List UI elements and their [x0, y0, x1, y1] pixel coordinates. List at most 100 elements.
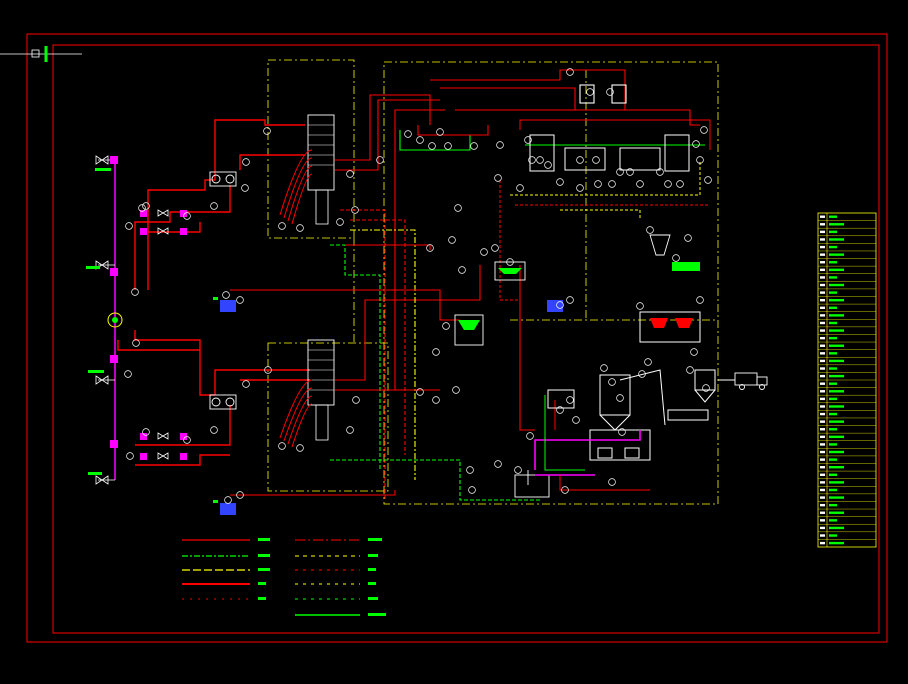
- callout-bubble: [491, 244, 499, 252]
- callout-bubble: [544, 161, 552, 169]
- callout-bubble: [572, 416, 580, 424]
- callout-bubble: [566, 296, 574, 304]
- callout-bubble: [142, 202, 150, 210]
- schedule-row-text: [829, 405, 844, 408]
- schedule-row-text: [829, 473, 837, 476]
- callout-bubble: [566, 68, 574, 76]
- callout-bubble: [404, 130, 412, 138]
- callout-bubble: [210, 202, 218, 210]
- callout-bubble: [466, 466, 474, 474]
- callout-bubble: [454, 204, 462, 212]
- filter-cells: [499, 119, 711, 301]
- schedule-row-text: [829, 367, 837, 370]
- callout-bubble: [608, 180, 616, 188]
- schedule-row-number: [820, 473, 825, 476]
- callout-bubble: [576, 184, 584, 192]
- outer-frame: [26, 33, 888, 643]
- lower-right-equipment: [534, 311, 716, 491]
- schedule-row-text: [829, 299, 844, 302]
- callout-bubble: [442, 322, 450, 330]
- source-labels: [86, 168, 111, 475]
- callout-bubble: [561, 486, 569, 494]
- schedule-row-text: [829, 412, 837, 416]
- callout-bubble: [236, 296, 244, 304]
- callout-bubble: [528, 156, 536, 164]
- callout-bubble: [636, 302, 644, 310]
- callout-bubble: [468, 486, 476, 494]
- callout-bubble: [416, 388, 424, 396]
- schedule-row-number: [820, 534, 825, 537]
- schedule-row-text: [829, 503, 837, 507]
- ucs-icon: [0, 46, 82, 62]
- schedule-row-text: [829, 321, 837, 325]
- schedule-row-text: [829, 314, 844, 317]
- pump-icons: [209, 171, 237, 410]
- schedule-row-text: [829, 450, 844, 454]
- schedule-row-number: [820, 496, 825, 499]
- callout-bubble: [352, 396, 360, 404]
- separator-top: [399, 69, 700, 151]
- callout-bubble: [618, 428, 626, 436]
- callout-bubble: [536, 156, 544, 164]
- callout-bubble: [556, 301, 564, 309]
- schedule-row-number: [820, 238, 825, 241]
- schedule-row-number: [820, 223, 825, 226]
- schedule-row-number: [820, 450, 825, 454]
- schedule-row-text: [829, 428, 837, 431]
- callout-bubble: [556, 178, 564, 186]
- schedule-row-number: [820, 420, 825, 423]
- callout-bubble: [138, 204, 146, 212]
- schedule-row-number: [820, 261, 825, 264]
- callout-bubble: [576, 156, 584, 164]
- schedule-row-number: [820, 428, 825, 431]
- schedule-row-number: [820, 390, 825, 393]
- schedule-row-text: [829, 238, 844, 241]
- schedule-row-number: [820, 374, 825, 378]
- schedule-row-number: [820, 519, 825, 522]
- schedule-row-text: [829, 359, 844, 363]
- callout-bubble: [296, 224, 304, 232]
- schedule-row-text: [829, 466, 844, 469]
- callout-bubble: [336, 218, 344, 226]
- callout-bubble: [351, 206, 359, 214]
- callout-bubble: [183, 212, 191, 220]
- schedule-row-number: [820, 253, 825, 256]
- callout-bubble: [296, 444, 304, 452]
- callout-bubble: [644, 358, 652, 366]
- reactor-lower: [307, 339, 335, 441]
- schedule-row-text: [829, 336, 837, 340]
- schedule-row-text: [829, 283, 844, 287]
- schedule-row-number: [820, 245, 825, 249]
- callout-bubble: [656, 168, 664, 176]
- callout-bubble: [636, 180, 644, 188]
- schedule-row-text: [829, 382, 837, 385]
- callout-bubble: [616, 394, 624, 402]
- callout-bubble: [616, 168, 624, 176]
- callout-bubble: [210, 426, 218, 434]
- schedule-row-number: [820, 503, 825, 507]
- upper-feed-lines: [134, 119, 305, 290]
- callout-bubble: [494, 460, 502, 468]
- callout-bubble: [241, 184, 249, 192]
- source-valves: [95, 155, 109, 485]
- schedule-row-number: [820, 276, 825, 279]
- schedule-row-number: [820, 367, 825, 370]
- callout-bubble: [506, 258, 514, 266]
- schedule-row-number: [820, 344, 825, 347]
- feed-valves: [140, 209, 187, 460]
- callout-bubble: [452, 386, 460, 394]
- schedule-row-number: [820, 215, 825, 218]
- line-legend: [182, 538, 386, 616]
- equipment-schedule-table: [817, 212, 877, 548]
- schedule-row-number: [820, 397, 825, 401]
- callout-bubble: [436, 128, 444, 136]
- callout-bubble: [416, 136, 424, 144]
- callout-bubble: [696, 296, 704, 304]
- schedule-row-text: [829, 374, 844, 378]
- schedule-row-text: [829, 526, 844, 530]
- callout-bubble: [222, 291, 230, 299]
- callout-bubble: [236, 491, 244, 499]
- callout-bubble: [608, 478, 616, 486]
- callout-bubble: [432, 396, 440, 404]
- schedule-row-number: [820, 435, 825, 439]
